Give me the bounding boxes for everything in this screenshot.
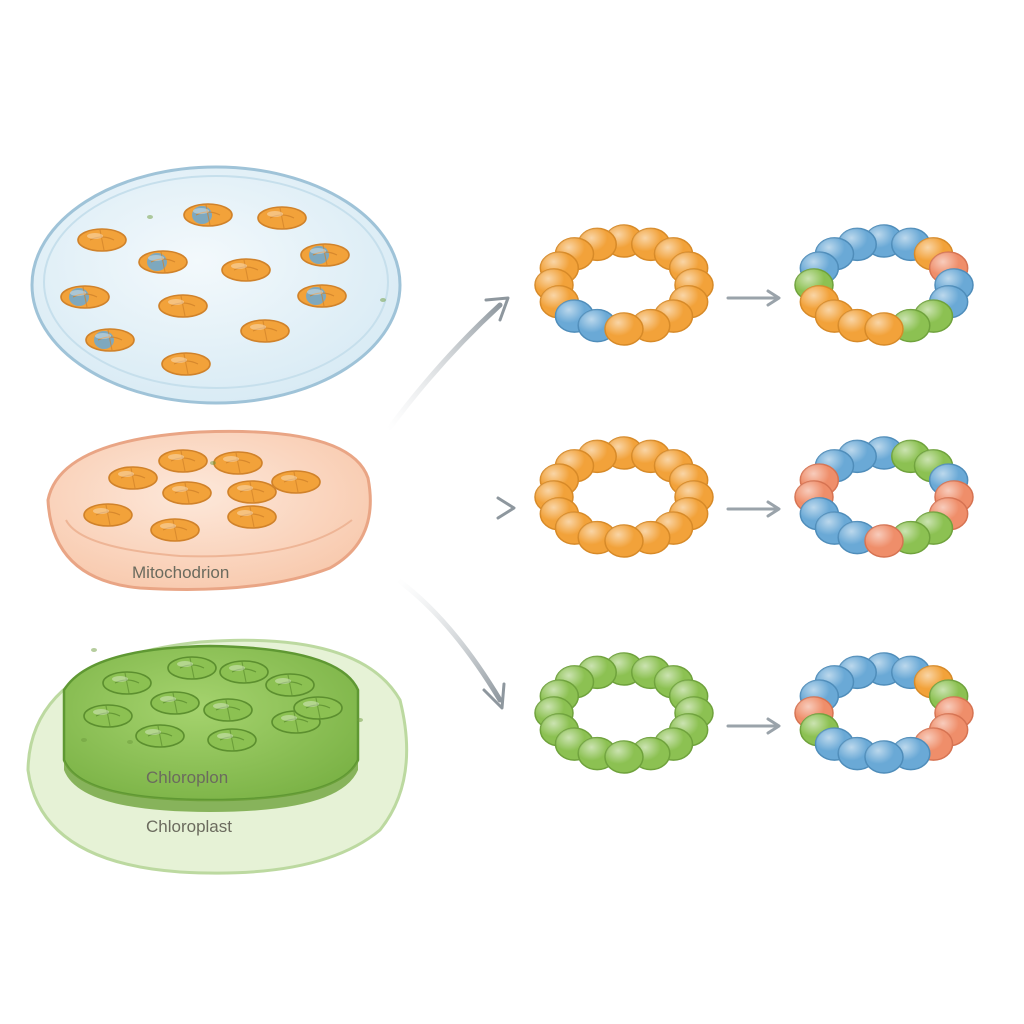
dish-green-inner-label: Chloroplon — [146, 768, 228, 787]
speckle — [210, 461, 216, 465]
organelle-blob-icon — [297, 284, 347, 308]
organelle-blob-icon — [219, 660, 269, 684]
organelle-blob-icon — [60, 285, 110, 309]
speckle — [147, 215, 153, 219]
peach-dish-organelles — [83, 449, 321, 542]
organelle-blob-icon — [135, 724, 185, 748]
organelle-blob-icon — [158, 449, 208, 473]
speckle — [357, 718, 363, 722]
organelle-blob-icon — [221, 258, 271, 282]
organelle-blob-icon — [265, 673, 315, 697]
organelle-blob-icon — [300, 243, 350, 267]
bead-ring-1-final — [794, 224, 974, 346]
arrow-icon — [726, 289, 781, 307]
bead-icon — [604, 740, 644, 774]
dish-peach-label: Mitochodrion — [132, 563, 229, 582]
bead-ring-2-final — [794, 436, 974, 558]
green-dish: Chloroplon Chloroplast — [26, 215, 409, 875]
organelle-blob-icon — [83, 503, 133, 527]
bead-icon — [604, 524, 644, 558]
arrow-icon — [385, 296, 510, 433]
arrow-icon — [395, 577, 506, 710]
speckle — [127, 740, 133, 744]
organelle-blob-icon — [203, 698, 253, 722]
organelle-blob-icon — [167, 656, 217, 680]
green-dish-organelles — [81, 215, 386, 752]
organelle-blob-icon — [161, 352, 211, 376]
blue-dish-organelles — [60, 203, 350, 376]
peach-dish: Mitochodrion — [46, 429, 372, 591]
bead-icon — [864, 740, 904, 774]
speckle — [380, 298, 386, 302]
bead-ring-3-final — [794, 652, 974, 774]
organelle-blob-icon — [162, 481, 212, 505]
bead-icon — [864, 524, 904, 558]
arrow-icon — [726, 500, 781, 518]
organelle-blob-icon — [102, 671, 152, 695]
organelle-blob-icon — [240, 319, 290, 343]
organelle-blob-icon — [227, 480, 277, 504]
speckle — [91, 648, 97, 652]
organelle-blob-icon — [158, 294, 208, 318]
organelle-blob-icon — [83, 704, 133, 728]
bead-icon — [864, 312, 904, 346]
bead-ring-2-initial — [534, 436, 714, 558]
arrow-icon — [399, 496, 516, 520]
organelle-blob-icon — [138, 250, 188, 274]
speckle — [81, 738, 87, 742]
bead-rings — [534, 224, 974, 774]
bead-ring-1-initial — [534, 224, 714, 346]
bead-icon — [604, 312, 644, 346]
organelle-blob-icon — [85, 328, 135, 352]
organelle-blob-icon — [77, 228, 127, 252]
dish-green-outer-label: Chloroplast — [146, 817, 232, 836]
blue-dish — [30, 165, 402, 405]
organelle-blob-icon — [108, 466, 158, 490]
organelle-blob-icon — [257, 206, 307, 230]
organelle-blob-icon — [271, 470, 321, 494]
organelle-blob-icon — [207, 728, 257, 752]
organelle-blob-icon — [183, 203, 233, 227]
organelle-blob-icon — [227, 505, 277, 529]
organelle-blob-icon — [150, 691, 200, 715]
bead-ring-3-initial — [534, 652, 714, 774]
arrow-icon — [726, 717, 781, 735]
organelle-blob-icon — [213, 451, 263, 475]
organelle-blob-icon — [150, 518, 200, 542]
organelle-blob-icon — [293, 696, 343, 720]
